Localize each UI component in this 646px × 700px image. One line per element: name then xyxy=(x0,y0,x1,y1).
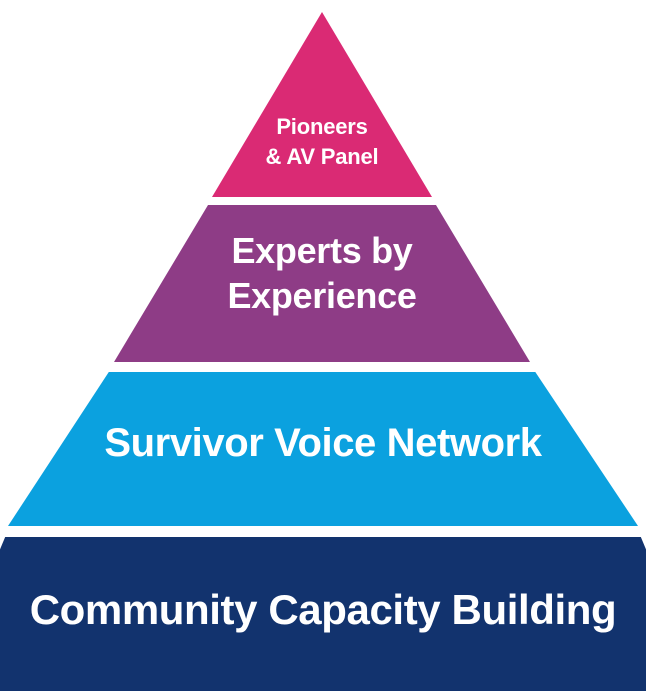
tier-experts-by-experience-label-line-1: Experts by xyxy=(231,229,413,271)
tier-pioneers-av-panel: Pioneers & AV Panel xyxy=(212,12,432,197)
tier-experts-by-experience: Experts by Experience xyxy=(114,205,530,362)
tier-community-capacity-building-label: Community Capacity Building xyxy=(29,586,617,633)
tier-pioneers-av-panel-label-line-1: Pioneers xyxy=(276,114,368,139)
tier-community-capacity-building: Community Capacity Building xyxy=(0,537,646,691)
tier-pioneers-av-panel-label-line-2: & AV Panel xyxy=(265,144,379,169)
tier-survivor-voice-network-label: Survivor Voice Network xyxy=(104,421,542,465)
tier-experts-by-experience-label-line-2: Experience xyxy=(227,274,417,316)
tier-survivor-voice-network: Survivor Voice Network xyxy=(8,372,638,526)
